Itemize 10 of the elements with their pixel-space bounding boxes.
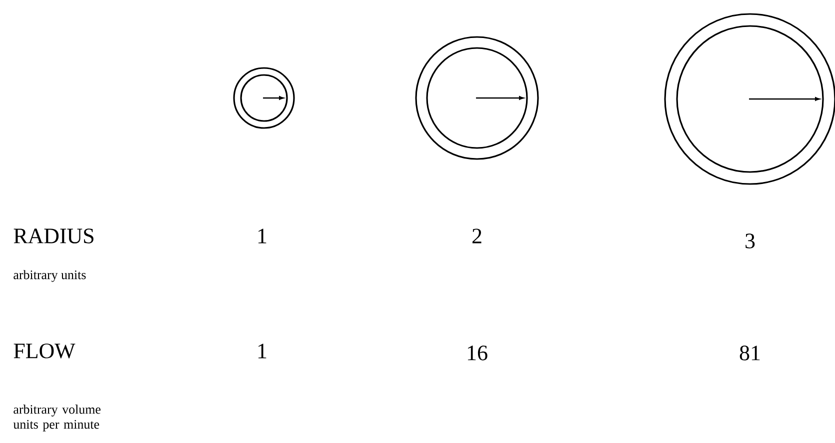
value-label: 1 (258, 344, 266, 358)
row-heading: FLOW (14, 344, 76, 358)
value-label: 81 (740, 346, 760, 360)
unit-note: arbitrary volume units per minute (13, 404, 100, 432)
row-heading: RADIUS (14, 228, 94, 244)
value-label: 16 (468, 346, 488, 360)
unit-note: arbitrary units (14, 270, 86, 282)
value-label: 2 (472, 228, 482, 244)
value-label: 3 (746, 234, 755, 248)
value-label: 1 (258, 228, 266, 244)
